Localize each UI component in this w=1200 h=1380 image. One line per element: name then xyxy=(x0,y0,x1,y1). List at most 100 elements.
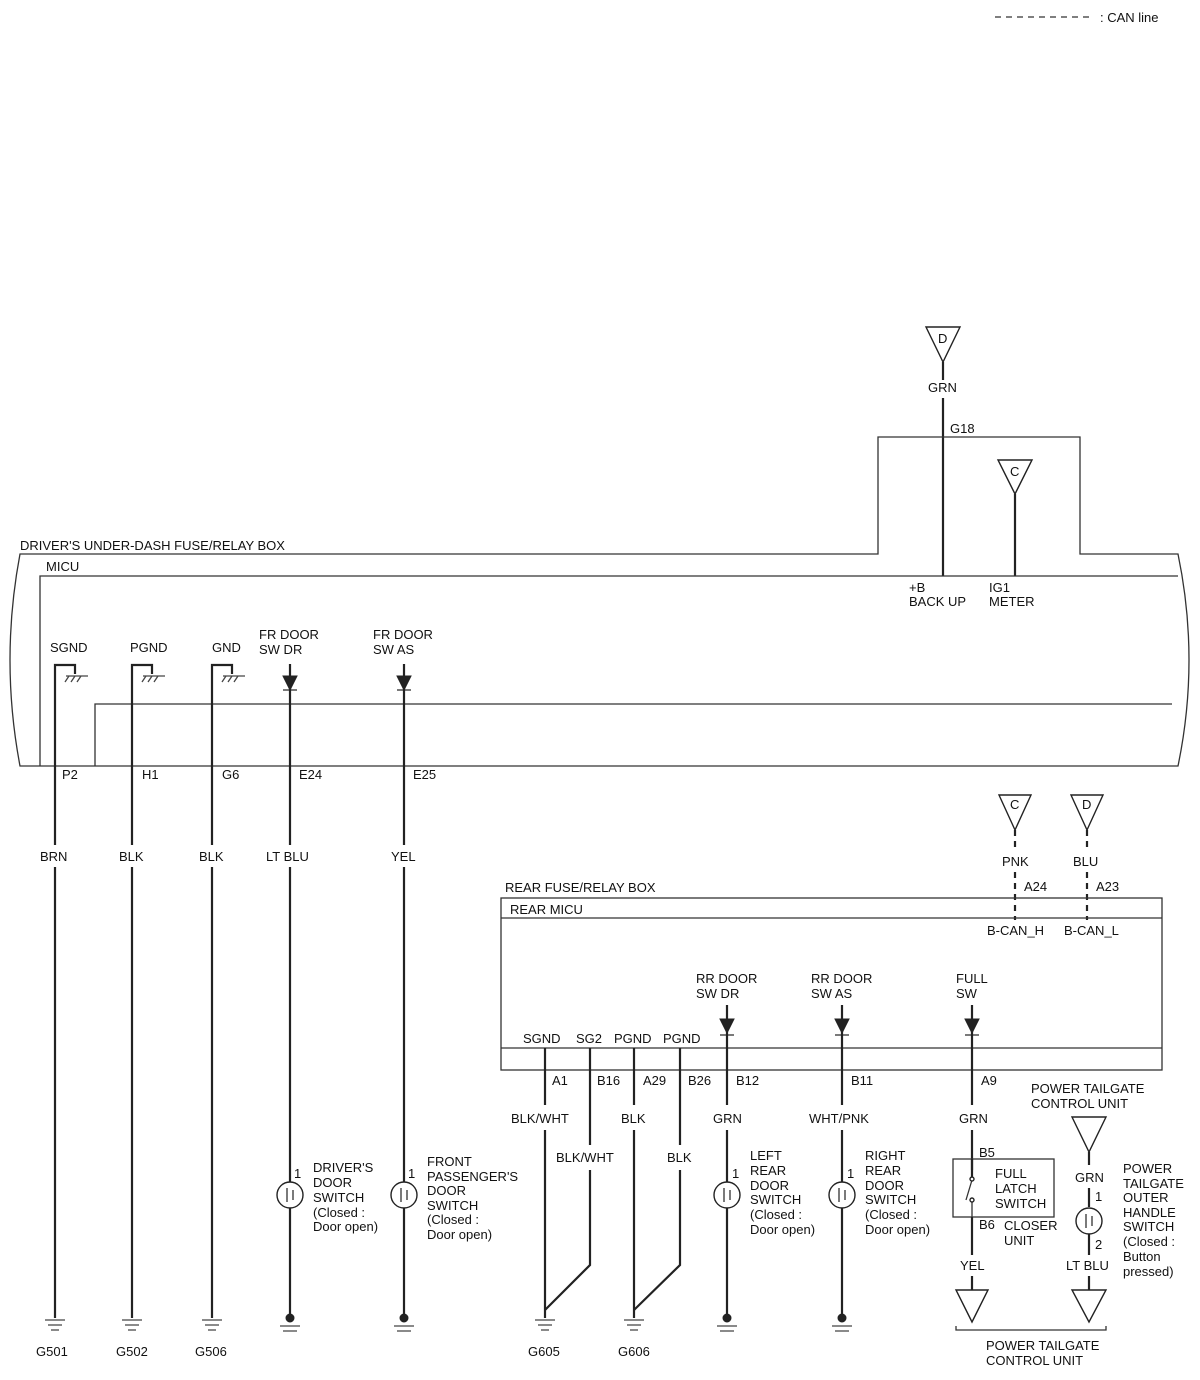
ground-g605-icon xyxy=(535,1319,555,1331)
terminal-h1: H1 xyxy=(142,767,159,782)
left-rear-switch-contact xyxy=(723,1188,731,1202)
terminal-b11: B11 xyxy=(851,1073,873,1088)
closer-unit-label-2: UNIT xyxy=(1004,1233,1034,1248)
terminal-a1: A1 xyxy=(552,1073,568,1088)
sgnd-internal xyxy=(53,663,77,766)
power-tailgate-bottom-label-2: CONTROL UNIT xyxy=(986,1353,1083,1368)
gnd-chassis-icon xyxy=(221,675,245,683)
full-latch-pivot-bottom xyxy=(969,1197,975,1203)
wire-blk1-rear-label: BLK xyxy=(621,1111,646,1126)
rear-sg2-label: SG2 xyxy=(576,1031,602,1046)
body-ground-dot-ltblu xyxy=(285,1313,295,1323)
micu-inner-bus xyxy=(94,703,1172,766)
wire-yel-label: YEL xyxy=(391,849,416,864)
terminal-p2: P2 xyxy=(62,767,78,782)
fr-door-as-label-1: FR DOOR xyxy=(373,627,433,642)
pgnd-label: PGND xyxy=(130,640,168,655)
wire-blkwht2-label: BLK/WHT xyxy=(556,1150,614,1165)
rear-fuse-box: REAR FUSE/RELAY BOX REAR MICU B-CAN_H B-… xyxy=(500,880,1163,1088)
micu-title: MICU xyxy=(46,559,79,574)
rear-pgnd2-label: PGND xyxy=(663,1031,701,1046)
body-ground-dot-lr xyxy=(722,1313,732,1323)
can-connections: C D PNK A24 BLU A23 xyxy=(997,794,1119,920)
terminal-a23: A23 xyxy=(1096,879,1119,894)
terminal-g18: G18 xyxy=(950,421,975,436)
full-latch-switch-label-1: FULL xyxy=(995,1166,1027,1181)
right-rear-switch-contact xyxy=(838,1188,846,1202)
terminal-g6: G6 xyxy=(222,767,239,782)
rr-door-as-label-2: SW AS xyxy=(811,986,853,1001)
body-ground-ltblu-icon xyxy=(280,1325,300,1332)
full-latch-switch-label-2: LATCH xyxy=(995,1181,1037,1196)
sgnd-chassis-icon xyxy=(64,675,88,683)
right-rear-switch-label: RIGHT REAR DOOR SWITCH (Closed : Door op… xyxy=(865,1148,930,1237)
fr-door-as-label-2: SW AS xyxy=(373,642,415,657)
wire-brn-label: BRN xyxy=(40,849,67,864)
micu-outline xyxy=(39,575,1178,766)
rear-box-title: REAR FUSE/RELAY BOX xyxy=(505,880,656,895)
ground-g506: G506 xyxy=(195,1344,227,1359)
power-feeds: D GRN G18 C xyxy=(924,326,1034,576)
power-tailgate-unit-top-icon xyxy=(1070,1116,1108,1154)
full-sw-label-1: FULL xyxy=(956,971,988,986)
full-sw-label-2: SW xyxy=(956,986,978,1001)
right-rear-switch-pin: 1 xyxy=(847,1166,854,1181)
b-backup-label-1: +B xyxy=(909,580,925,595)
drivers-fuse-box: DRIVER'S UNDER-DASH FUSE/RELAY BOX MICU … xyxy=(9,436,1190,782)
wire-blkwht1-label: BLK/WHT xyxy=(511,1111,569,1126)
connector-c-top xyxy=(996,459,1034,496)
terminal-b26: B26 xyxy=(688,1073,711,1088)
closer-unit-label-1: CLOSER xyxy=(1004,1218,1057,1233)
terminal-e25: E25 xyxy=(413,767,436,782)
body-ground-dot-rr xyxy=(837,1313,847,1323)
drivers-switch-label: DRIVER'S DOOR SWITCH (Closed : Door open… xyxy=(313,1160,378,1234)
right-rear-door-switch-icon xyxy=(828,1181,856,1209)
connector-c-top-label: C xyxy=(1010,464,1019,479)
wire-ltblu-handle-label: LT BLU xyxy=(1066,1258,1109,1273)
wire-whtpnk-label: WHT/PNK xyxy=(809,1111,869,1126)
power-tailgate-unit-right-icon xyxy=(1070,1289,1108,1324)
ground-g506-icon xyxy=(202,1319,222,1331)
left-wiring: BRN BLK BLK LT BLU YEL 1 DRIVER'S DOOR S… xyxy=(36,766,518,1359)
gnd-internal xyxy=(210,663,234,766)
closer-unit-box xyxy=(952,1158,1055,1218)
wire-yel-latch-label: YEL xyxy=(960,1258,985,1273)
wire-blk1-label: BLK xyxy=(119,849,144,864)
wire-pgnd2-b xyxy=(633,1170,682,1311)
can-blu-label: BLU xyxy=(1073,854,1098,869)
ig1-meter-label-1: IG1 xyxy=(989,580,1010,595)
outer-handle-switch-label: POWER TAILGATE OUTER HANDLE SWITCH (Clos… xyxy=(1123,1161,1188,1279)
terminal-e24: E24 xyxy=(299,767,322,782)
pgnd-internal xyxy=(130,663,154,766)
b-backup-label-2: BACK UP xyxy=(909,594,966,609)
can-line-legend: : CAN line xyxy=(995,10,1159,25)
body-ground-lr-icon xyxy=(717,1325,737,1332)
drivers-switch-pin: 1 xyxy=(294,1166,301,1181)
left-rear-switch-pin: 1 xyxy=(732,1166,739,1181)
power-tailgate-unit-left-icon xyxy=(954,1289,990,1324)
rr-door-dr-label-1: RR DOOR xyxy=(696,971,757,986)
ground-g605: G605 xyxy=(528,1344,560,1359)
body-ground-yel-icon xyxy=(394,1325,414,1332)
connector-c-can-label: C xyxy=(1010,797,1019,812)
ground-g502: G502 xyxy=(116,1344,148,1359)
rear-micu-title: REAR MICU xyxy=(510,902,583,917)
outer-handle-switch-contact xyxy=(1085,1214,1093,1228)
ig1-meter-label-2: METER xyxy=(989,594,1035,609)
terminal-b16: B16 xyxy=(597,1073,620,1088)
rr-door-dr-label-2: SW DR xyxy=(696,986,739,1001)
rear-pgnd1-label: PGND xyxy=(614,1031,652,1046)
drivers-door-switch-icon xyxy=(276,1181,304,1209)
wire-grn-lr-label: GRN xyxy=(713,1111,742,1126)
rear-box-outline xyxy=(500,897,1163,1071)
terminal-a29: A29 xyxy=(643,1073,666,1088)
drivers-box-outline xyxy=(9,436,1190,767)
fr-door-dr-label-2: SW DR xyxy=(259,642,302,657)
power-tailgate-bottom-bracket xyxy=(955,1326,1107,1331)
left-rear-door-switch-icon xyxy=(713,1181,741,1209)
ground-g606-icon xyxy=(624,1319,644,1331)
terminal-a9: A9 xyxy=(981,1073,997,1088)
pgnd-chassis-icon xyxy=(141,675,165,683)
wire-grn-handle-label: GRN xyxy=(1075,1170,1104,1185)
